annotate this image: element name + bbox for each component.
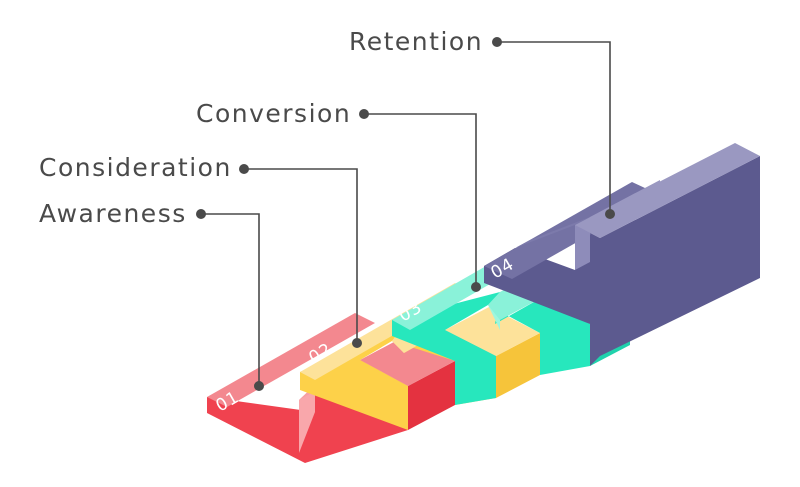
leader-awareness — [196, 209, 264, 391]
step-04-block — [484, 143, 760, 366]
label-retention: Retention — [349, 27, 483, 56]
label-conversion: Conversion — [196, 99, 351, 128]
label-awareness: Awareness — [39, 199, 187, 228]
leader-conversion — [359, 109, 481, 292]
leader-consideration — [239, 164, 362, 348]
label-consideration: Consideration — [39, 153, 232, 182]
leader-retention — [492, 37, 615, 219]
